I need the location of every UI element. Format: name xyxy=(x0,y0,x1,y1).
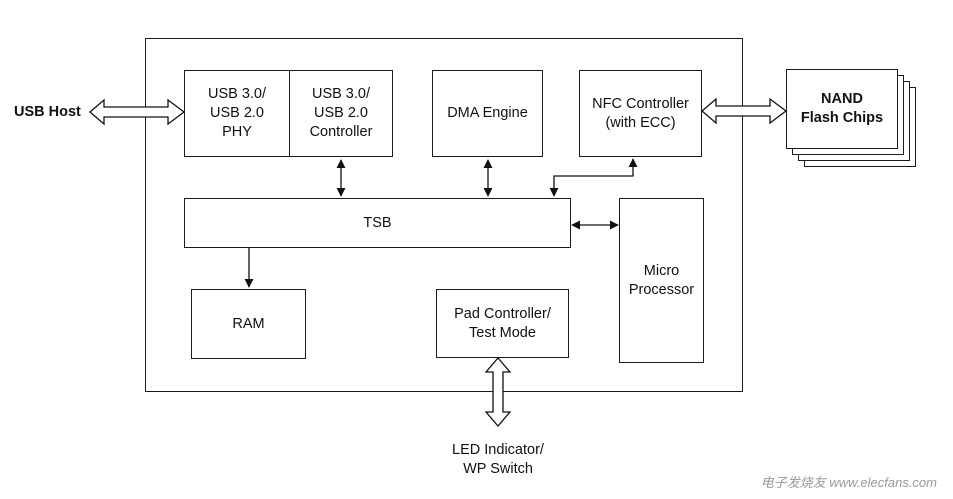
nand-flash-chips: NAND Flash Chips xyxy=(786,69,898,149)
nfc-controller-block: NFC Controller (with ECC) xyxy=(579,70,702,157)
usb-phy-block: USB 3.0/ USB 2.0 PHY xyxy=(184,70,290,157)
usb-host-arrow xyxy=(89,98,186,126)
nand-arrow xyxy=(701,97,788,125)
nfc-tsb-link xyxy=(549,158,638,197)
usb-controller-block: USB 3.0/ USB 2.0 Controller xyxy=(289,70,393,157)
dma-engine-block: DMA Engine xyxy=(432,70,543,157)
led-arrow xyxy=(484,357,512,427)
ram-block: RAM xyxy=(191,289,306,359)
tsb-block: TSB xyxy=(184,198,571,248)
led-indicator-label: LED Indicator/ WP Switch xyxy=(452,442,544,477)
controller-boundary xyxy=(145,38,743,392)
micro-processor-block: Micro Processor xyxy=(619,198,704,363)
usb-host-label: USB Host xyxy=(14,104,81,120)
pad-controller-block: Pad Controller/ Test Mode xyxy=(436,289,569,358)
watermark: 电子发烧友 www.elecfans.com xyxy=(760,475,937,490)
